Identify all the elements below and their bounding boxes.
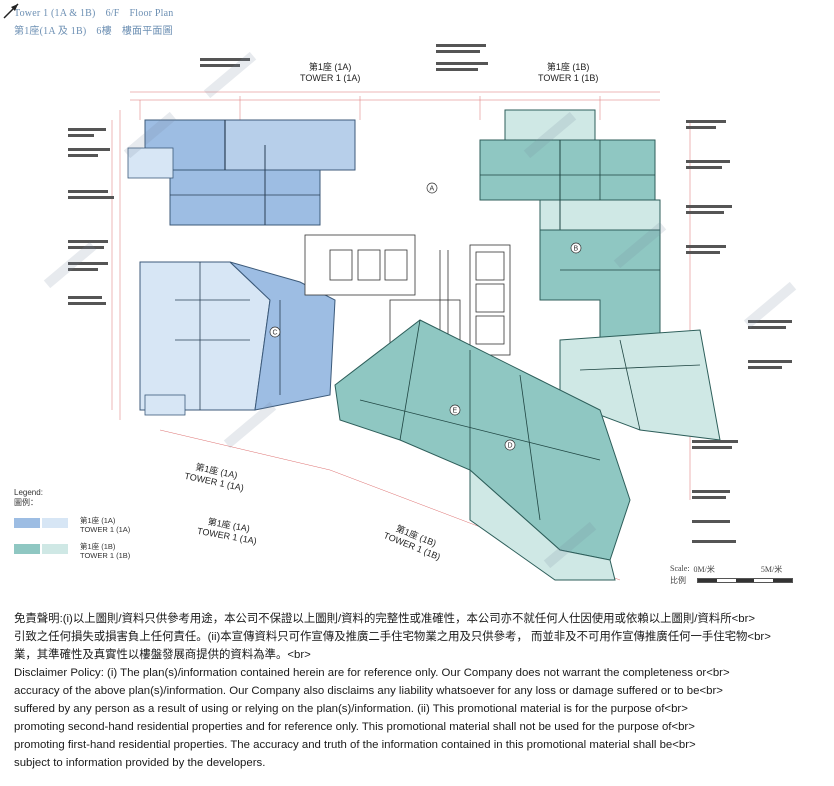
tower-1b-upper-block <box>479 109 661 231</box>
scale-label-zh: 比例 <box>670 576 686 585</box>
disclaimer-en-line-4: promoting second-hand residential proper… <box>14 721 695 733</box>
watermark <box>43 51 797 569</box>
disclaimer-zh-line-1: 免責聲明:(i)以上圖則/資料只供參考用途，本公司不保證以上圖則/資料的完整性或… <box>14 613 756 625</box>
disclaimer-en-line-6: subject to information provided by the d… <box>14 757 266 769</box>
disclaimer-zh-line-2: 引致之任何損失或損害負上任何責任。(ii)本宣傳資料只可作宣傳及推廣二手住宅物業… <box>14 631 771 643</box>
title-floor-en: 6/F <box>105 8 120 19</box>
disclaimer-en-line-3: suffered by any person as a result of us… <box>14 703 688 715</box>
tower-1b-lower-wing <box>334 319 631 581</box>
title-plan-en: Floor Plan <box>129 8 174 19</box>
title-zh: 第1座(1A 及 1B) 6樓樓面平面圖 <box>14 22 183 37</box>
legend-swatch-1b-dark <box>14 544 40 554</box>
north-arrow-icon <box>3 3 19 19</box>
tower-1a-top-label: 第1座 (1A) TOWER 1 (1A) <box>300 62 361 83</box>
disclaimer-zh-line-3: 業，其準確性及真實性以樓盤發展商提供的資料為準。<br> <box>14 649 311 661</box>
flat-markers: A B C D E <box>269 182 582 451</box>
legend-label-1b: 第1座 (1B) TOWER 1 (1B) <box>80 542 131 560</box>
svg-text:E: E <box>453 408 458 415</box>
legend-swatch-1a-dark <box>14 518 40 528</box>
scale-label-en: Scale: <box>670 564 690 573</box>
disclaimer: 免責聲明:(i)以上圖則/資料只供參考用途，本公司不保證以上圖則/資料的完整性或… <box>14 610 824 772</box>
tower-1a-upper-block <box>127 119 356 226</box>
svg-text:C: C <box>273 330 278 337</box>
legend-swatch-1a-light <box>42 518 68 528</box>
svg-text:D: D <box>508 443 513 450</box>
svg-text:B: B <box>574 246 579 253</box>
scale-start: 0M/米 <box>693 565 715 574</box>
scale-bar <box>697 578 793 583</box>
annotation-marks <box>68 44 792 543</box>
scale-end: 5M/米 <box>760 565 783 574</box>
tower-1b-top-label: 第1座 (1B) TOWER 1 (1B) <box>538 62 599 83</box>
title-floor-zh: 6樓 <box>96 26 112 37</box>
legend: Legend: 圖例： 第1座 (1A) TOWER 1 (1A) 第1座 (1… <box>14 488 130 560</box>
legend-title-en: Legend: <box>14 488 43 497</box>
title-plan-zh: 樓面平面圖 <box>121 26 173 37</box>
disclaimer-en-line-5: promoting first-hand residential propert… <box>14 739 696 751</box>
floor-plan: Tower 1 (1A & 1B) 6/F Floor Plan 第1座(1A 及 … <box>3 3 797 586</box>
disclaimer-en-line-2: accuracy of the above plan(s)/informatio… <box>14 685 723 697</box>
title-tower-en: Tower 1 (1A & 1B) <box>14 8 96 19</box>
tower-1a-left-wing <box>139 261 336 416</box>
legend-title-zh: 圖例： <box>14 498 38 507</box>
legend-swatch-1b-light <box>42 544 68 554</box>
title-tower-zh: 第1座(1A 及 1B) <box>14 26 87 37</box>
legend-label-1a: 第1座 (1A) TOWER 1 (1A) <box>80 516 131 534</box>
title-en: Tower 1 (1A & 1B) 6/F Floor Plan <box>14 8 184 19</box>
floor-plan-drawing: A B C D E <box>43 44 797 581</box>
svg-text:A: A <box>430 186 435 193</box>
dimension-lines <box>111 91 691 581</box>
disclaimer-en-line-1: Disclaimer Policy: (i) The plan(s)/infor… <box>14 667 730 679</box>
scale: Scale: 0M/米 5M/米 比例 <box>670 564 782 586</box>
